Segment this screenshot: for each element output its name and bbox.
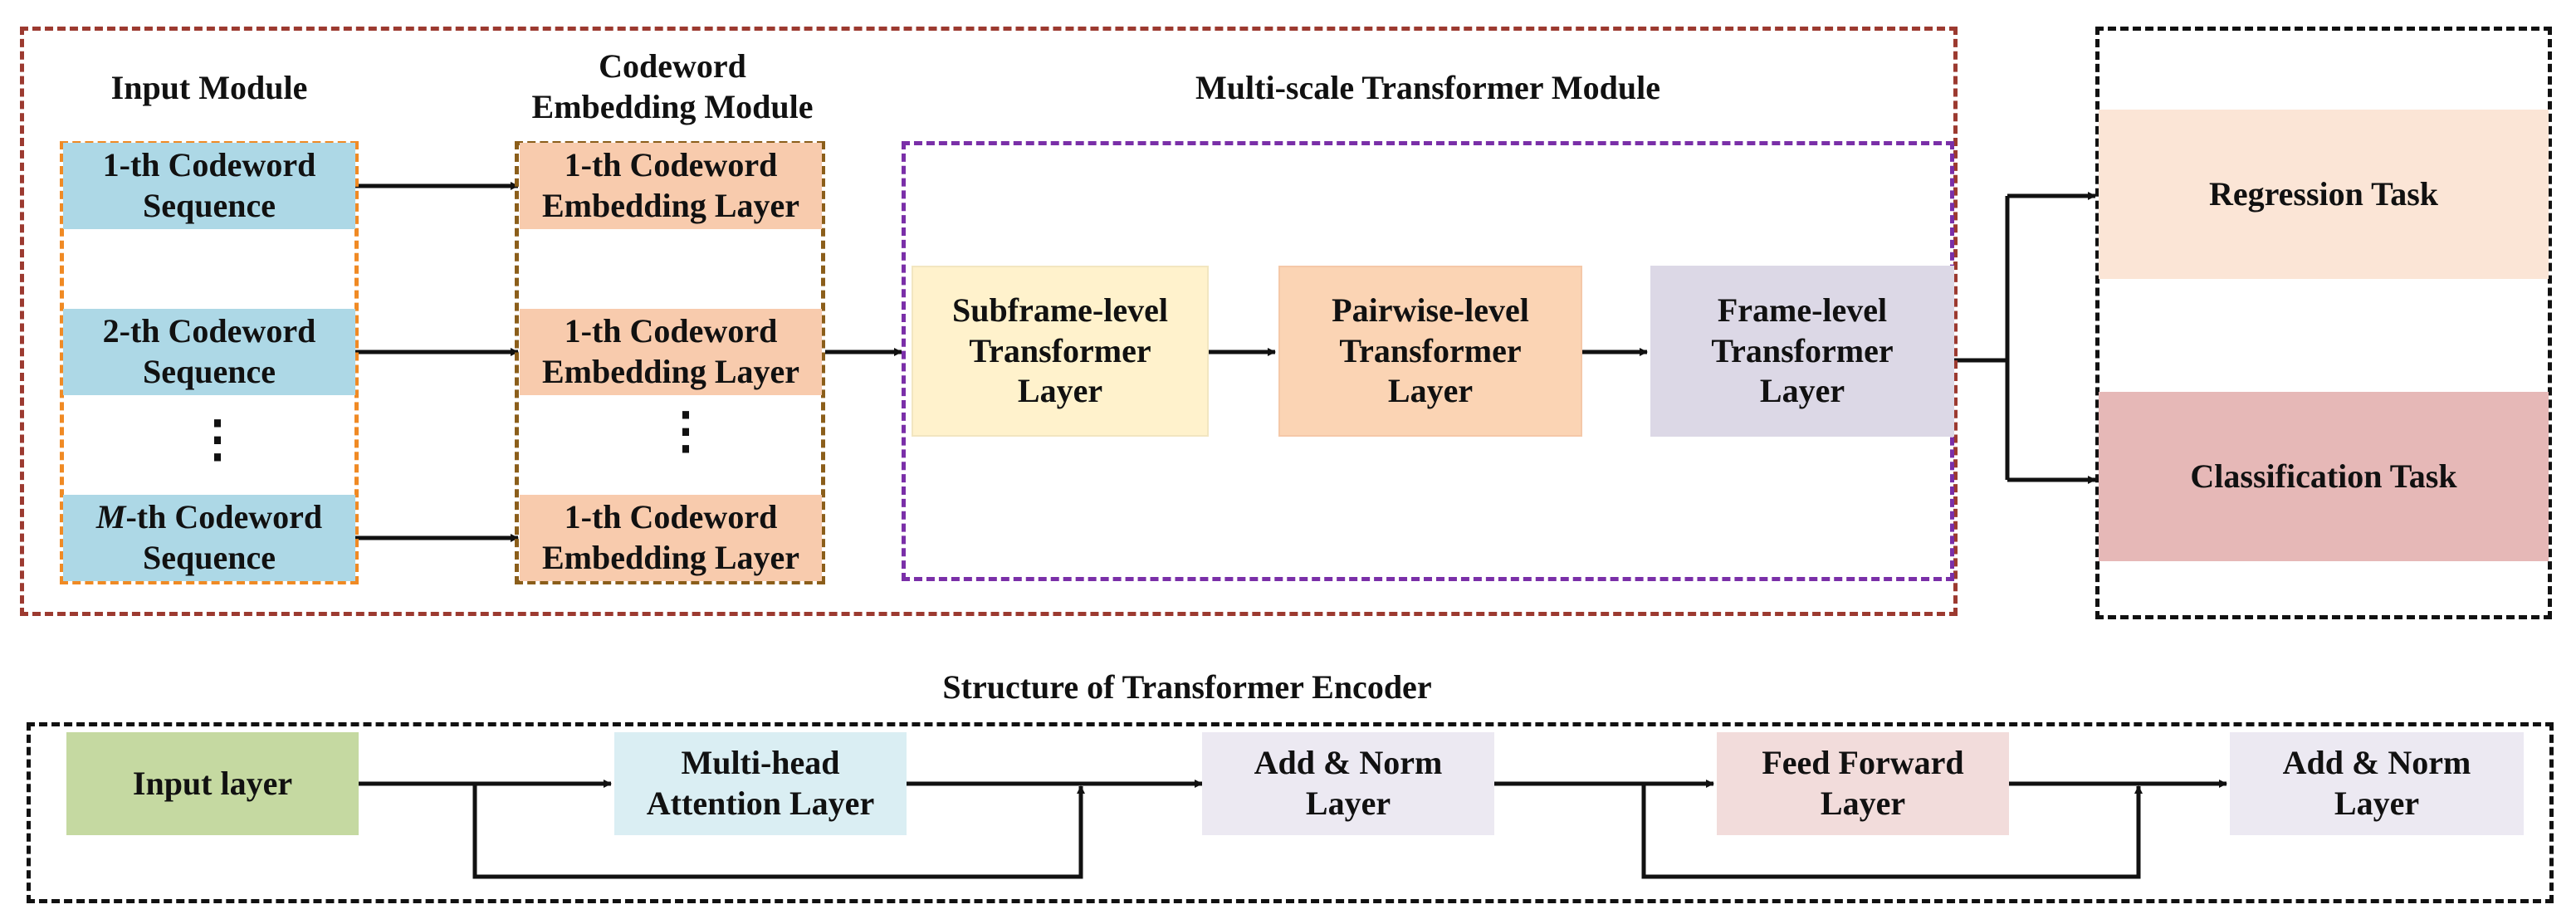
regression-task: Regression Task xyxy=(2099,110,2549,279)
embedding-module-title: Codeword Embedding Module xyxy=(531,47,814,125)
input-module-title: Input Module xyxy=(110,69,308,106)
embedding-ellipsis: ⋮ xyxy=(661,403,711,458)
main-module-region xyxy=(20,27,1958,616)
encoder-structure-region xyxy=(27,722,2554,903)
multiscale-module-title: Multi-scale Transformer Module xyxy=(1195,69,1660,106)
task-region xyxy=(2095,27,2552,619)
input-layer-block: Input layer xyxy=(66,732,359,835)
input-ellipsis: ⋮ xyxy=(193,412,242,467)
residual-connection-1 xyxy=(472,784,1085,879)
residual-connection-2 xyxy=(1641,784,2143,879)
classification-task: Classification Task xyxy=(2099,392,2549,561)
encoder-structure-title: Structure of Transformer Encoder xyxy=(942,668,1432,706)
